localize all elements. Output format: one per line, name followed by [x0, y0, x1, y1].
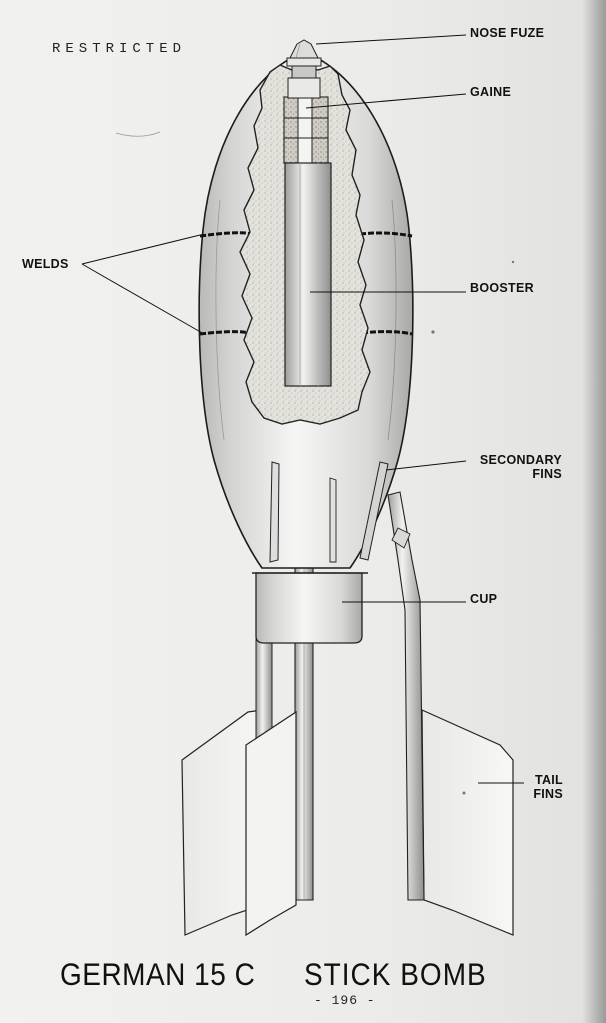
label-booster: BOOSTER — [470, 281, 534, 295]
label-tail-fins: TAIL FINS — [527, 773, 563, 801]
leader-lines — [81, 34, 524, 784]
nose-fuze — [286, 39, 322, 79]
label-cup: CUP — [470, 592, 498, 606]
cup — [252, 572, 368, 644]
label-tail-fins-line1: TAIL — [534, 773, 563, 787]
label-gaine: GAINE — [470, 85, 512, 99]
title-type: STICK BOMB — [304, 957, 487, 992]
label-nose-fuze: NOSE FUZE — [470, 26, 545, 40]
page-number: - 196 - — [314, 993, 376, 1008]
label-secondary-fins: SECONDARY FINS — [470, 453, 562, 481]
secondary-fin-left — [269, 461, 280, 563]
label-tail-fins-line2: FINS — [533, 787, 563, 801]
secondary-fin-mid — [329, 477, 337, 563]
label-secondary-fins-line1: SECONDARY — [479, 453, 562, 467]
booster — [284, 162, 332, 387]
paper-marks — [115, 131, 515, 795]
secondary-fin-right — [359, 461, 389, 561]
label-welds: WELDS — [22, 257, 69, 271]
title-model: GERMAN 15 C — [60, 957, 256, 992]
rod-right — [387, 491, 425, 901]
tail-fin-right-rear — [421, 709, 514, 936]
classification-stamp: RESTRICTED — [52, 41, 187, 57]
tail-fin-front — [245, 710, 297, 937]
label-secondary-fins-line2: FINS — [532, 467, 562, 481]
